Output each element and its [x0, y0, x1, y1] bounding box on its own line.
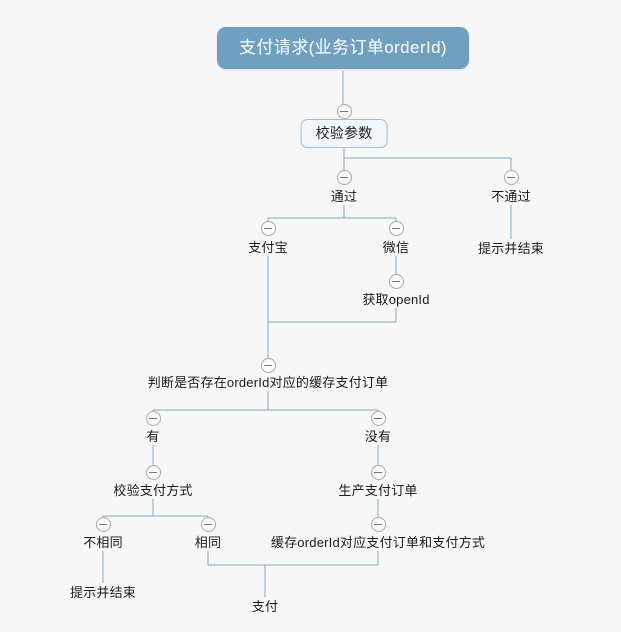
node-has-not[interactable]: 没有 — [364, 429, 392, 444]
node-not-same[interactable]: 不相同 — [83, 535, 123, 550]
node-check-params[interactable]: 校验参数 — [300, 119, 388, 148]
node-payment-request[interactable]: 支付请求(业务订单orderId) — [217, 27, 469, 69]
toggle-wechat[interactable] — [388, 220, 404, 236]
toggle-create-order[interactable] — [370, 464, 386, 480]
toggle-alipay[interactable] — [260, 220, 276, 236]
toggle-fail[interactable] — [503, 169, 519, 185]
node-same[interactable]: 相同 — [194, 535, 222, 550]
toggle-pass[interactable] — [336, 169, 352, 185]
node-fail-prompt-end[interactable]: 提示并结束 — [477, 241, 545, 256]
node-wechat[interactable]: 微信 — [382, 240, 410, 255]
toggle-has[interactable] — [145, 410, 161, 426]
toggle-has-not[interactable] — [370, 410, 386, 426]
node-cache-order-and-method[interactable]: 缓存orderId对应支付订单和支付方式 — [270, 535, 486, 550]
node-get-openid[interactable]: 获取openId — [362, 292, 430, 307]
node-judge-cached-order[interactable]: 判断是否存在orderId对应的缓存支付订单 — [147, 375, 389, 390]
toggle-check-params[interactable] — [336, 103, 352, 119]
node-has[interactable]: 有 — [146, 429, 160, 444]
node-pass[interactable]: 通过 — [330, 189, 358, 204]
node-pay[interactable]: 支付 — [251, 599, 279, 614]
node-create-pay-order[interactable]: 生产支付订单 — [338, 483, 418, 498]
node-not-same-prompt-end[interactable]: 提示并结束 — [69, 585, 137, 600]
node-fail[interactable]: 不通过 — [491, 189, 531, 204]
toggle-get-openid[interactable] — [388, 273, 404, 289]
toggle-check-pay-method[interactable] — [145, 464, 161, 480]
node-alipay[interactable]: 支付宝 — [248, 240, 288, 255]
toggle-cache-order[interactable] — [370, 516, 386, 532]
toggle-not-same[interactable] — [95, 516, 111, 532]
toggle-same[interactable] — [200, 516, 216, 532]
toggle-judge-cache[interactable] — [260, 357, 276, 373]
node-check-pay-method[interactable]: 校验支付方式 — [113, 483, 193, 498]
